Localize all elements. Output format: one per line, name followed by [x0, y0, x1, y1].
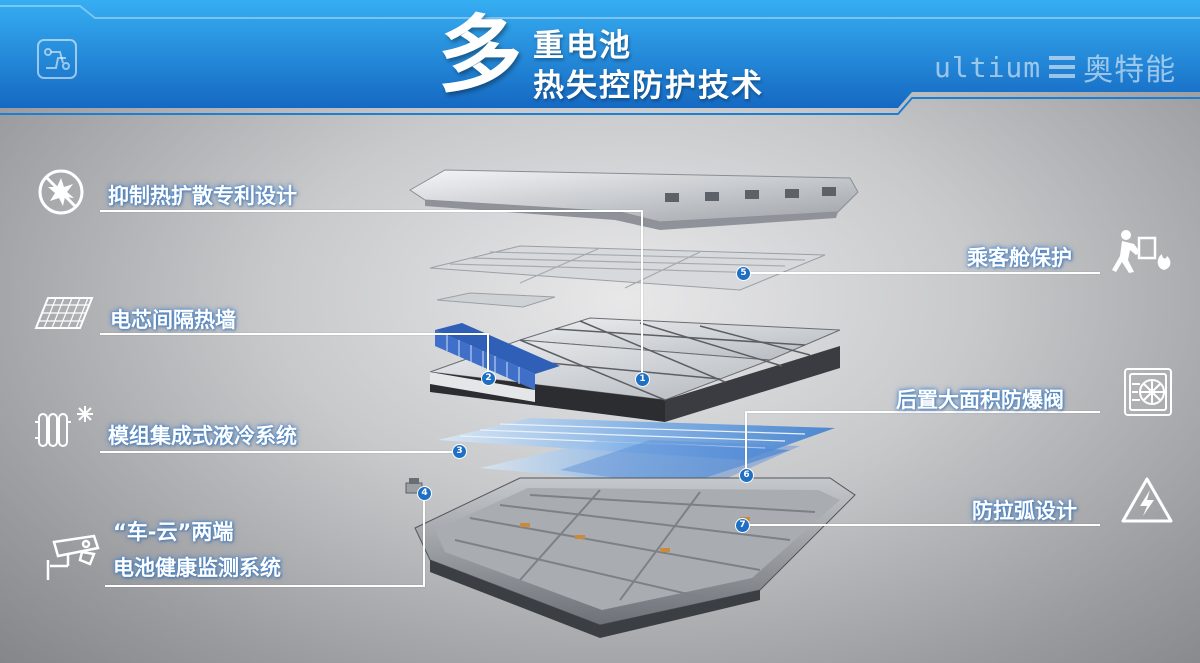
header-banner: 多 重电池 热失控防护技术 ultium 奥特能 — [0, 0, 1200, 120]
leader-line-1 — [100, 210, 642, 212]
feature-liquid-cooling: 模组集成式液冷系统 — [108, 424, 297, 448]
feature-anti-arc: 防拉弧设计 — [972, 499, 1077, 523]
brand-logo: ultium 奥特能 — [934, 50, 1176, 89]
feature-explosion-proof-valve: 后置大面积防爆阀 — [896, 388, 1064, 412]
cell-grid-icon — [34, 297, 94, 329]
leader-line-5 — [742, 272, 1100, 274]
marker-4: 4 — [417, 486, 432, 501]
leader-line-7 — [742, 524, 1100, 526]
feature-vehicle-cloud-line2: 电池健康监测系统 — [113, 556, 281, 580]
leader-line-1-vertical — [641, 210, 643, 378]
circuit-icon — [37, 39, 77, 79]
leader-line-3 — [100, 451, 458, 453]
cooling-plates — [438, 418, 835, 490]
battery-tray — [414, 477, 856, 638]
marker-6: 6 — [739, 468, 754, 483]
feature-cabin-protection: 乘客舱保护 — [967, 246, 1072, 270]
brand-latin: ultium — [934, 50, 1042, 84]
vent-valve-icon — [1124, 368, 1172, 416]
feature-thermal-propagation: 抑制热扩散专利设计 — [108, 184, 297, 208]
marker-1: 1 — [635, 372, 650, 387]
title-line-1: 重电池 — [533, 28, 632, 64]
feature-vehicle-cloud-line1: “车-云”两端 — [113, 520, 234, 544]
top-cover — [409, 169, 859, 230]
insulation-sheet — [429, 245, 826, 291]
high-voltage-warning-icon — [1121, 477, 1173, 523]
leader-line-4-vertical — [423, 497, 425, 587]
small-sheet — [436, 292, 556, 308]
camera-monitor-icon — [46, 534, 100, 580]
no-explosion-icon — [38, 169, 84, 215]
leader-line-2 — [100, 333, 488, 335]
title-large-character: 多 — [438, 6, 523, 104]
marker-5: 5 — [736, 266, 751, 281]
header-background — [0, 0, 1200, 115]
marker-2: 2 — [481, 371, 496, 386]
feature-cell-heat-wall: 电芯间隔热墙 — [110, 308, 236, 332]
leader-line-6 — [746, 411, 1100, 413]
leader-line-6-vertical — [745, 411, 747, 473]
brand-bars-icon — [1049, 56, 1076, 78]
leader-line-2-vertical — [487, 333, 489, 378]
radiator-snowflake-icon — [35, 406, 93, 447]
brand-chinese: 奥特能 — [1083, 53, 1177, 88]
leader-line-4 — [105, 585, 425, 587]
person-pushing-fire-icon — [1112, 230, 1171, 273]
marker-7: 7 — [735, 518, 750, 533]
blue-cells — [430, 323, 560, 402]
cell-modules — [429, 317, 841, 422]
marker-3: 3 — [452, 444, 467, 459]
title-line-2: 热失控防护技术 — [533, 68, 764, 104]
